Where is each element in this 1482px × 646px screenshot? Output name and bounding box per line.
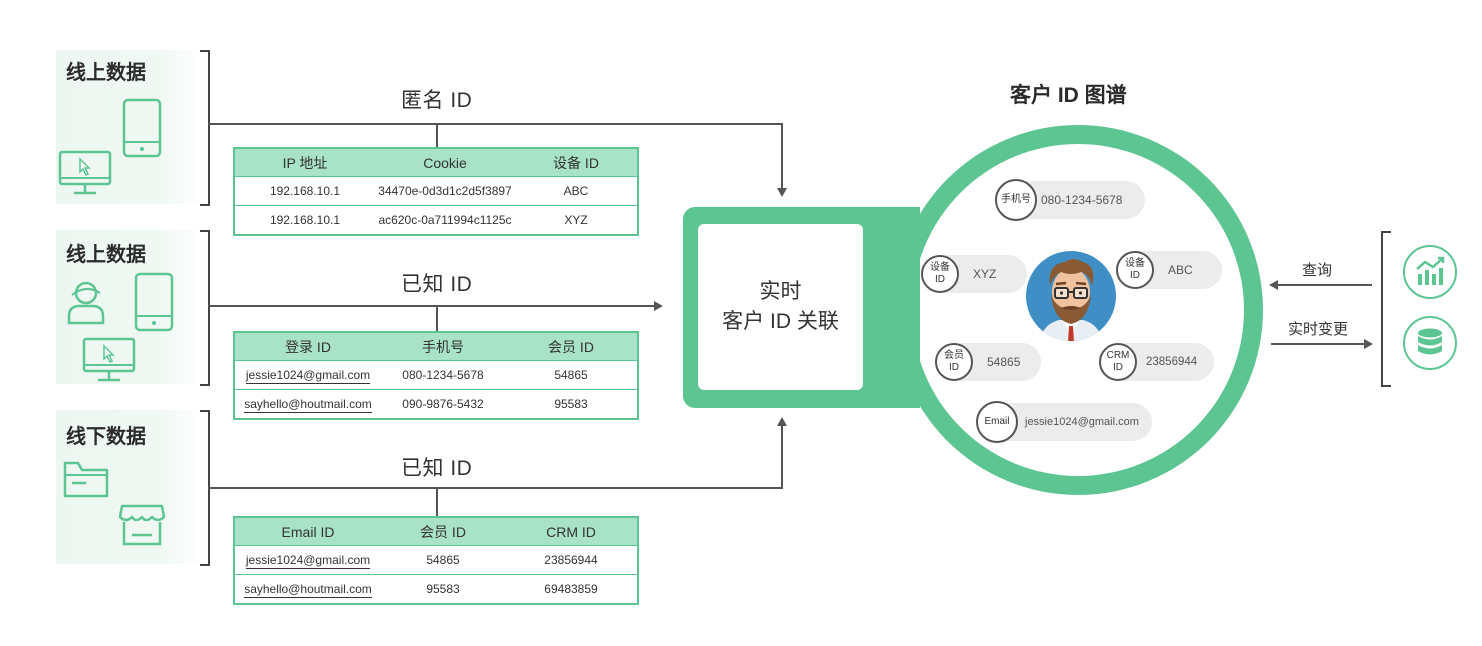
anonymous-id-table: IP 地址 Cookie 设备 ID 192.168.10.1 34470e-0…: [233, 147, 639, 236]
table-row: jessie1024@gmail.com 080-1234-5678 54865: [234, 360, 638, 390]
chart-icon: [1416, 256, 1445, 285]
tablet-icon: [122, 98, 162, 158]
arrow-up-icon: [777, 417, 787, 426]
table-cell-email: jessie1024@gmail.com: [234, 545, 381, 575]
table-header: 会员 ID: [381, 517, 505, 546]
table-cell: ABC: [515, 176, 638, 206]
engine-label-line2: 客户 ID 关联: [722, 310, 839, 333]
table-cell: 192.168.10.1: [234, 176, 375, 206]
connector-known-1: [208, 305, 654, 307]
graph-node-value: 54865: [987, 355, 1021, 369]
connector-known-2-up: [781, 426, 783, 489]
engine-graph-bridge: [860, 207, 920, 408]
table-row: sayhello@houtmail.com 95583 69483859: [234, 574, 638, 604]
realtime-change-label: 实时变更: [1288, 321, 1349, 338]
graph-node-phone: 手机号 080-1234-5678: [995, 179, 1145, 221]
query-label: 查询: [1302, 262, 1333, 279]
change-arrow-line: [1271, 343, 1364, 345]
table-cell-email: sayhello@houtmail.com: [234, 389, 381, 419]
known-id-table-online: 登录 ID 手机号 会员 ID jessie1024@gmail.com 080…: [233, 331, 639, 420]
table-header: IP 地址: [234, 148, 375, 177]
folder-icon: [63, 461, 109, 498]
graph-node-key: 设备 ID: [1116, 251, 1154, 289]
table-cell: 54865: [381, 545, 505, 575]
engine-label-box: 实时 客户 ID 关联: [698, 224, 863, 390]
source-title-1: 线上数据: [66, 62, 146, 84]
table-header: 会员 ID: [505, 332, 638, 361]
desktop-cursor-icon: [58, 150, 112, 195]
connector-anonymous: [208, 123, 783, 125]
graph-node-key: CRM ID: [1099, 343, 1137, 381]
table-cell: 080-1234-5678: [381, 360, 505, 390]
table-header: 登录 ID: [234, 332, 381, 361]
graph-node-value: 23856944: [1146, 356, 1198, 368]
avatar: [1026, 251, 1116, 341]
table-cell: 95583: [505, 389, 638, 419]
table-header: 手机号: [381, 332, 505, 361]
known-id-table-offline: Email ID 会员 ID CRM ID jessie1024@gmail.c…: [233, 516, 639, 605]
graph-node-key: 设备 ID: [921, 255, 959, 293]
query-arrow-line: [1278, 284, 1372, 286]
source-title-3: 线下数据: [66, 426, 146, 448]
table-row: 192.168.10.1 ac620c-0a711994c1125c XYZ: [234, 205, 638, 235]
tablet-icon: [134, 272, 174, 332]
table-header: Email ID: [234, 517, 381, 546]
arrow-right-icon: [654, 301, 663, 311]
graph-node-device-abc: 设备 ID ABC: [1116, 251, 1222, 289]
connector-label-anonymous: 匿名 ID: [401, 89, 473, 112]
connector-anonymous-table-link: [436, 123, 438, 147]
table-row: 192.168.10.1 34470e-0d3d1c2d5f3897 ABC: [234, 176, 638, 206]
arrow-left-icon: [1269, 280, 1278, 290]
table-header: 设备 ID: [515, 148, 638, 177]
connector-known-1-table-link: [436, 305, 438, 332]
graph-node-key: Email: [976, 401, 1018, 443]
connector-known-2-table-link: [436, 487, 438, 516]
graph-node-key: 会员 ID: [935, 343, 973, 381]
database-icon: [1418, 328, 1442, 355]
graph-node-member: 会员 ID 54865: [935, 343, 1041, 381]
table-cell: XYZ: [515, 205, 638, 235]
table-row: jessie1024@gmail.com 54865 23856944: [234, 545, 638, 575]
graph-node-value: 080-1234-5678: [1041, 193, 1123, 207]
engine-label-line1: 实时: [759, 280, 802, 303]
connector-label-known-2: 已知 ID: [401, 457, 473, 480]
source-bracket-2: [200, 230, 210, 386]
table-cell: 192.168.10.1: [234, 205, 375, 235]
source-title-2: 线上数据: [66, 244, 146, 266]
graph-node-key: 手机号: [995, 179, 1037, 221]
graph-node-value: ABC: [1168, 263, 1193, 277]
table-cell-email: sayhello@houtmail.com: [234, 574, 381, 604]
table-cell: 23856944: [505, 545, 638, 575]
arrow-right-icon: [1364, 339, 1373, 349]
table-row: sayhello@houtmail.com 090-9876-5432 9558…: [234, 389, 638, 419]
graph-node-value: XYZ: [973, 267, 997, 281]
table-cell: 95583: [381, 574, 505, 604]
table-header: CRM ID: [505, 517, 638, 546]
connector-label-known-1: 已知 ID: [401, 273, 473, 296]
desktop-cursor-icon: [82, 337, 136, 382]
arrow-down-icon: [777, 188, 787, 197]
table-cell: 34470e-0d3d1c2d5f3897: [375, 176, 515, 206]
connector-known-2: [208, 487, 783, 489]
table-cell: ac620c-0a711994c1125c: [375, 205, 515, 235]
user-icon: [67, 281, 105, 325]
table-cell: 54865: [505, 360, 638, 390]
connector-anonymous-down: [781, 123, 783, 188]
database-app[interactable]: [1403, 316, 1457, 370]
graph-node-email: Email jessie1024@gmail.com: [976, 401, 1152, 443]
graph-node-device-xyz: 设备 ID XYZ: [921, 255, 1027, 293]
table-cell-email: jessie1024@gmail.com: [234, 360, 381, 390]
graph-node-crm: CRM ID 23856944: [1099, 343, 1214, 381]
graph-title: 客户 ID 图谱: [1010, 84, 1127, 107]
table-cell: 69483859: [505, 574, 638, 604]
analytics-app[interactable]: [1403, 245, 1457, 299]
table-header: Cookie: [375, 148, 515, 177]
source-bracket-1: [200, 50, 210, 206]
source-group-offline: [56, 410, 204, 564]
graph-node-value: jessie1024@gmail.com: [1025, 416, 1139, 428]
table-cell: 090-9876-5432: [381, 389, 505, 419]
output-bracket: [1381, 231, 1391, 387]
store-icon: [118, 504, 166, 546]
